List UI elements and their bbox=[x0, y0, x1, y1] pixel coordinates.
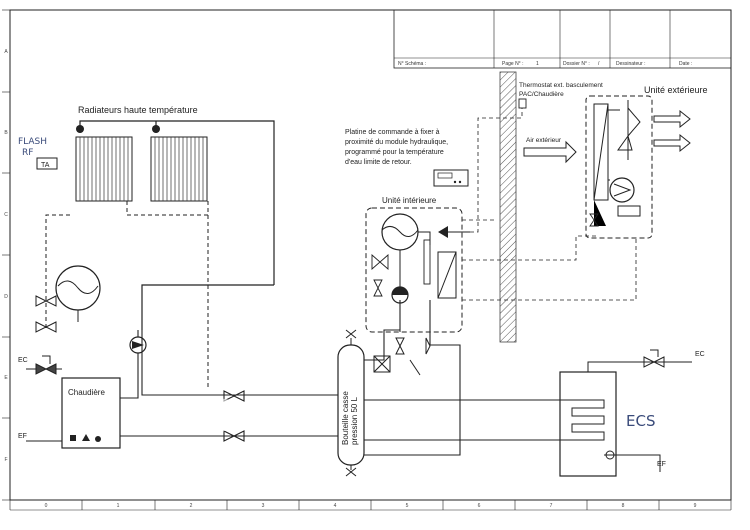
buffer-tank-label-line1: Bouteille casse bbox=[341, 391, 350, 445]
boiler-dhw-pipes bbox=[26, 355, 62, 442]
outdoor-thermostat-icon bbox=[518, 98, 527, 109]
room-thermostat-box bbox=[36, 157, 58, 170]
control-panel-text-line1: Platine de commande à fixer à bbox=[345, 129, 440, 136]
outdoor-unit bbox=[585, 95, 653, 239]
grid-column-ruler: 0 1 2 3 4 5 6 7 8 9 bbox=[9, 500, 732, 510]
outdoor-coil-icon bbox=[593, 103, 609, 201]
title-block-dossier-value: / bbox=[598, 61, 600, 67]
control-panel-text-line4: d'eau limite de retour. bbox=[345, 159, 412, 166]
outdoor-air-arrow-icon bbox=[523, 140, 577, 164]
buffer-tank: Bouteille casse pression 50 L bbox=[337, 329, 365, 477]
grid-col-label: 9 bbox=[694, 503, 697, 509]
expansion-vessel-icon bbox=[55, 265, 101, 322]
dhw-label: ECS bbox=[626, 412, 655, 430]
buffer-tank-label-line2: pression 50 L bbox=[350, 396, 359, 445]
grid-row-label: B bbox=[4, 130, 8, 136]
plate-heat-exchanger-icon bbox=[437, 251, 457, 299]
boiler-sun-icon bbox=[95, 436, 101, 442]
title-block-dossier-label: Dossier N° : bbox=[563, 61, 590, 67]
sheet-frame bbox=[9, 9, 732, 511]
title-block-page-value: 1 bbox=[536, 61, 539, 67]
boiler-ef-label: EF bbox=[18, 433, 27, 440]
thermostat-label-line2: PAC/Chaudière bbox=[519, 91, 564, 98]
exterior-wall bbox=[499, 71, 517, 343]
boiler-stop-icon bbox=[70, 435, 76, 441]
outdoor-fan-icon bbox=[617, 100, 641, 160]
dhw-ef-label: EF bbox=[657, 461, 666, 468]
compressor-icon bbox=[609, 177, 635, 203]
radiators-label: Radiateurs haute température bbox=[78, 105, 198, 115]
flash-rf-label-line2: RF bbox=[22, 148, 33, 158]
boiler: Chaudière bbox=[61, 377, 121, 449]
room-thermostat-label: TA bbox=[41, 162, 50, 169]
boiler-flame-icon bbox=[82, 434, 90, 441]
grid-col-label: 0 bbox=[45, 503, 48, 509]
hydraulic-valves-icon bbox=[395, 337, 431, 376]
title-block: N° Schéma : Page N° : 1 Dossier N° : / D… bbox=[393, 9, 732, 69]
grid-row-ruler: A B C D E F bbox=[2, 9, 10, 501]
boiler-label: Chaudière bbox=[68, 388, 105, 397]
indoor-unit-label: Unité intérieure bbox=[382, 196, 437, 205]
flow-meter-icon bbox=[423, 239, 431, 285]
radiator-return-pipe bbox=[45, 201, 209, 390]
dhw-coil-icon bbox=[560, 399, 605, 441]
boiler-ec-label: EC bbox=[18, 357, 28, 364]
boiler-buffer-pipes bbox=[120, 330, 338, 442]
exhaust-air-arrows-icon bbox=[653, 109, 691, 153]
title-block-schema-label: N° Schéma : bbox=[398, 61, 426, 67]
buffer-air-vent-icon bbox=[345, 329, 357, 339]
control-panel-text-line3: programmé pour la température bbox=[345, 149, 444, 156]
dhw-pipes bbox=[587, 349, 692, 472]
radiator-supply-pipe bbox=[79, 120, 275, 330]
thermostat-label-line1: Thermostat ext. basculement bbox=[519, 82, 603, 89]
three-way-valve-icon bbox=[373, 355, 391, 373]
flash-rf-label-line1: FLASH bbox=[18, 137, 47, 147]
compressor-base bbox=[617, 205, 641, 217]
grid-row-label: D bbox=[4, 294, 8, 300]
grid-col-label: 3 bbox=[262, 503, 265, 509]
grid-col-label: 4 bbox=[334, 503, 337, 509]
boiler-circulator-pump-icon bbox=[129, 336, 147, 354]
grid-row-label: C bbox=[4, 212, 8, 218]
dhw-cylinder bbox=[559, 371, 620, 477]
grid-row-label: E bbox=[4, 375, 8, 381]
expansion-valve-icon bbox=[589, 213, 599, 227]
dhw-ec-label: EC bbox=[695, 351, 705, 358]
grid-row-label: F bbox=[4, 457, 7, 463]
title-block-date-label: Date : bbox=[679, 61, 692, 67]
outdoor-air-label: Air extérieur bbox=[526, 137, 562, 144]
radiator-1 bbox=[75, 136, 133, 202]
indoor-unit: Unité intérieure bbox=[365, 196, 470, 333]
outdoor-unit-label: Unité extérieure bbox=[644, 85, 708, 95]
grid-row-label: A bbox=[4, 49, 8, 55]
grid-col-label: 8 bbox=[622, 503, 625, 509]
grid-col-label: 2 bbox=[190, 503, 193, 509]
title-block-page-label: Page N° : bbox=[502, 61, 523, 67]
buffer-drain-icon bbox=[345, 467, 357, 477]
grid-col-label: 1 bbox=[117, 503, 120, 509]
title-block-designer-label: Dessinateur : bbox=[616, 61, 645, 67]
scan-smudge bbox=[145, 397, 255, 433]
grid-col-label: 6 bbox=[478, 503, 481, 509]
grid-col-label: 7 bbox=[550, 503, 553, 509]
radiator-2 bbox=[150, 136, 208, 202]
grid-col-label: 5 bbox=[406, 503, 409, 509]
control-panel-text-line2: proximité du module hydraulique, bbox=[345, 139, 448, 146]
safety-valve-icon bbox=[35, 295, 57, 333]
control-panel-icon bbox=[433, 169, 469, 187]
